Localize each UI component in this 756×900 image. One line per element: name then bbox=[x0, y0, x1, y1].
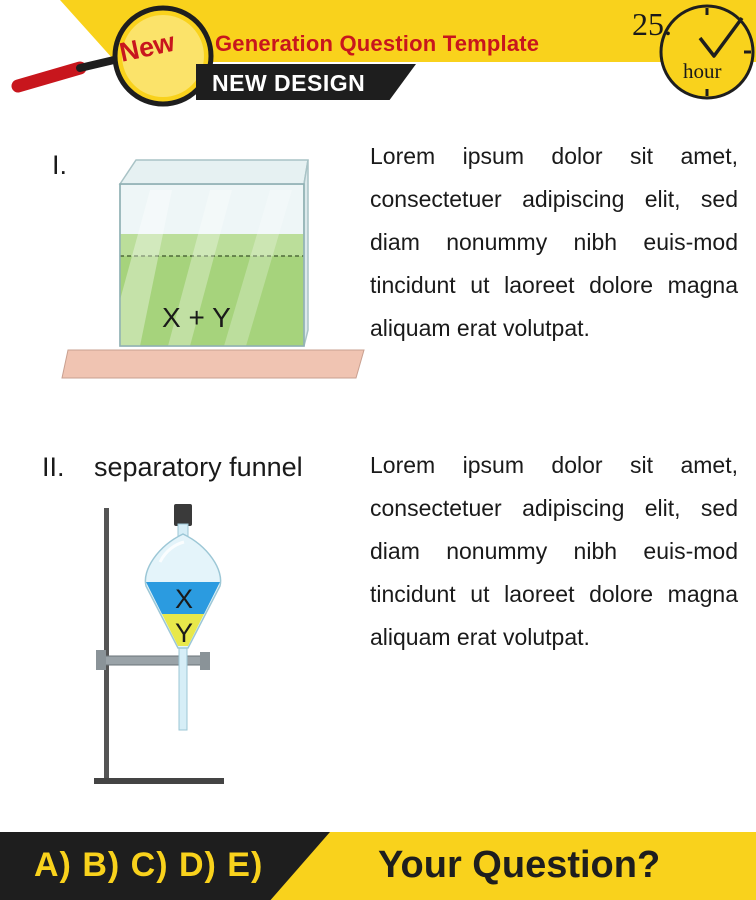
clock-unit: hour bbox=[683, 59, 722, 83]
subtitle-band bbox=[196, 64, 416, 100]
footer-question: Your Question? bbox=[378, 844, 661, 886]
funnel-layer-x-label: X bbox=[175, 584, 194, 614]
answer-options: A) B) C) D) E) bbox=[34, 846, 264, 884]
question-1-text: Lorem ipsum dolor sit amet, consectetuer… bbox=[370, 143, 738, 341]
separatory-funnel-figure bbox=[94, 504, 224, 784]
funnel-layer-y-label: Y bbox=[175, 618, 194, 648]
clock-icon bbox=[659, 4, 755, 100]
question-1-number: I. bbox=[52, 150, 68, 180]
beaker-figure bbox=[61, 159, 365, 379]
clock-number: 25. bbox=[632, 6, 672, 42]
question-2-label: separatory funnel bbox=[94, 452, 303, 482]
question-2-number: II. bbox=[42, 452, 65, 482]
subtitle-text: NEW DESIGN bbox=[212, 70, 366, 96]
magnifier-icon bbox=[11, 5, 214, 107]
beaker-label: X + Y bbox=[162, 302, 231, 333]
question-2-text: Lorem ipsum dolor sit amet, consectetuer… bbox=[370, 452, 738, 650]
header-title: Generation Question Template bbox=[215, 31, 540, 56]
footer-options-band bbox=[0, 832, 330, 900]
